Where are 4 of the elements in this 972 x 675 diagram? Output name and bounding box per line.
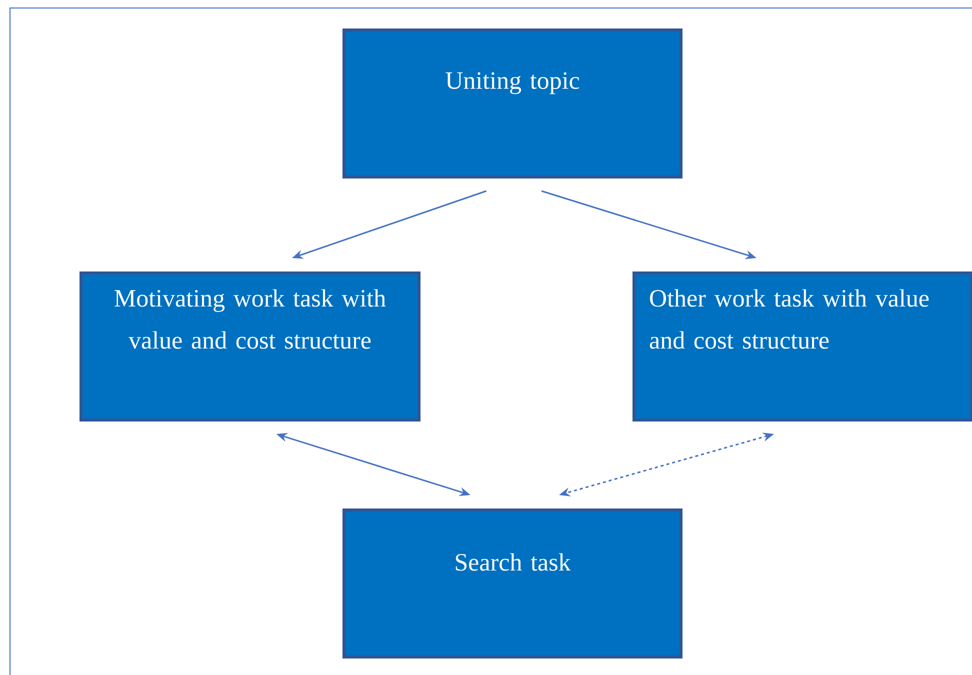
process-box: Motivating work task with value and cost structure (80, 272, 420, 422)
process-box: Other work task with value and cost structure (632, 272, 972, 422)
process-box: Search task (342, 508, 682, 658)
process-box: Uniting topic (342, 28, 682, 178)
